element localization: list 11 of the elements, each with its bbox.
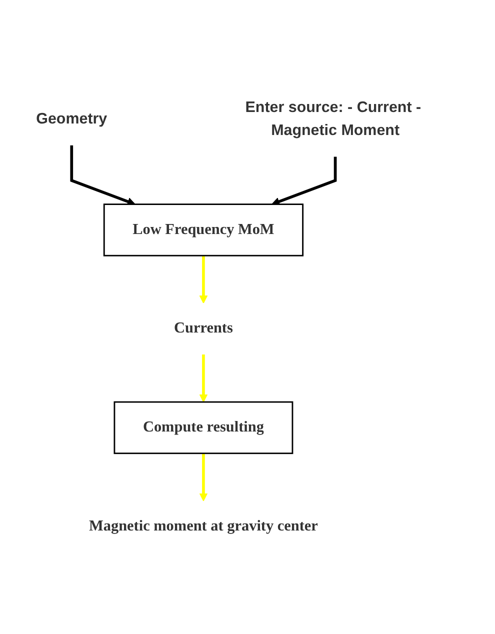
arrow [199, 255, 208, 304]
node-text: Magnetic moment at gravity center [89, 518, 318, 534]
node-text: Currents [174, 320, 233, 336]
node-text: Enter source: - Current - Magnetic Moment [245, 99, 422, 138]
arrow [70, 144, 136, 206]
node-box: Compute resulting [114, 400, 294, 454]
arrow [272, 156, 337, 206]
node-text: Geometry [36, 110, 108, 127]
arrow [199, 452, 208, 501]
node-box: Low Frequency MoM [103, 203, 304, 256]
arrow [199, 354, 208, 402]
